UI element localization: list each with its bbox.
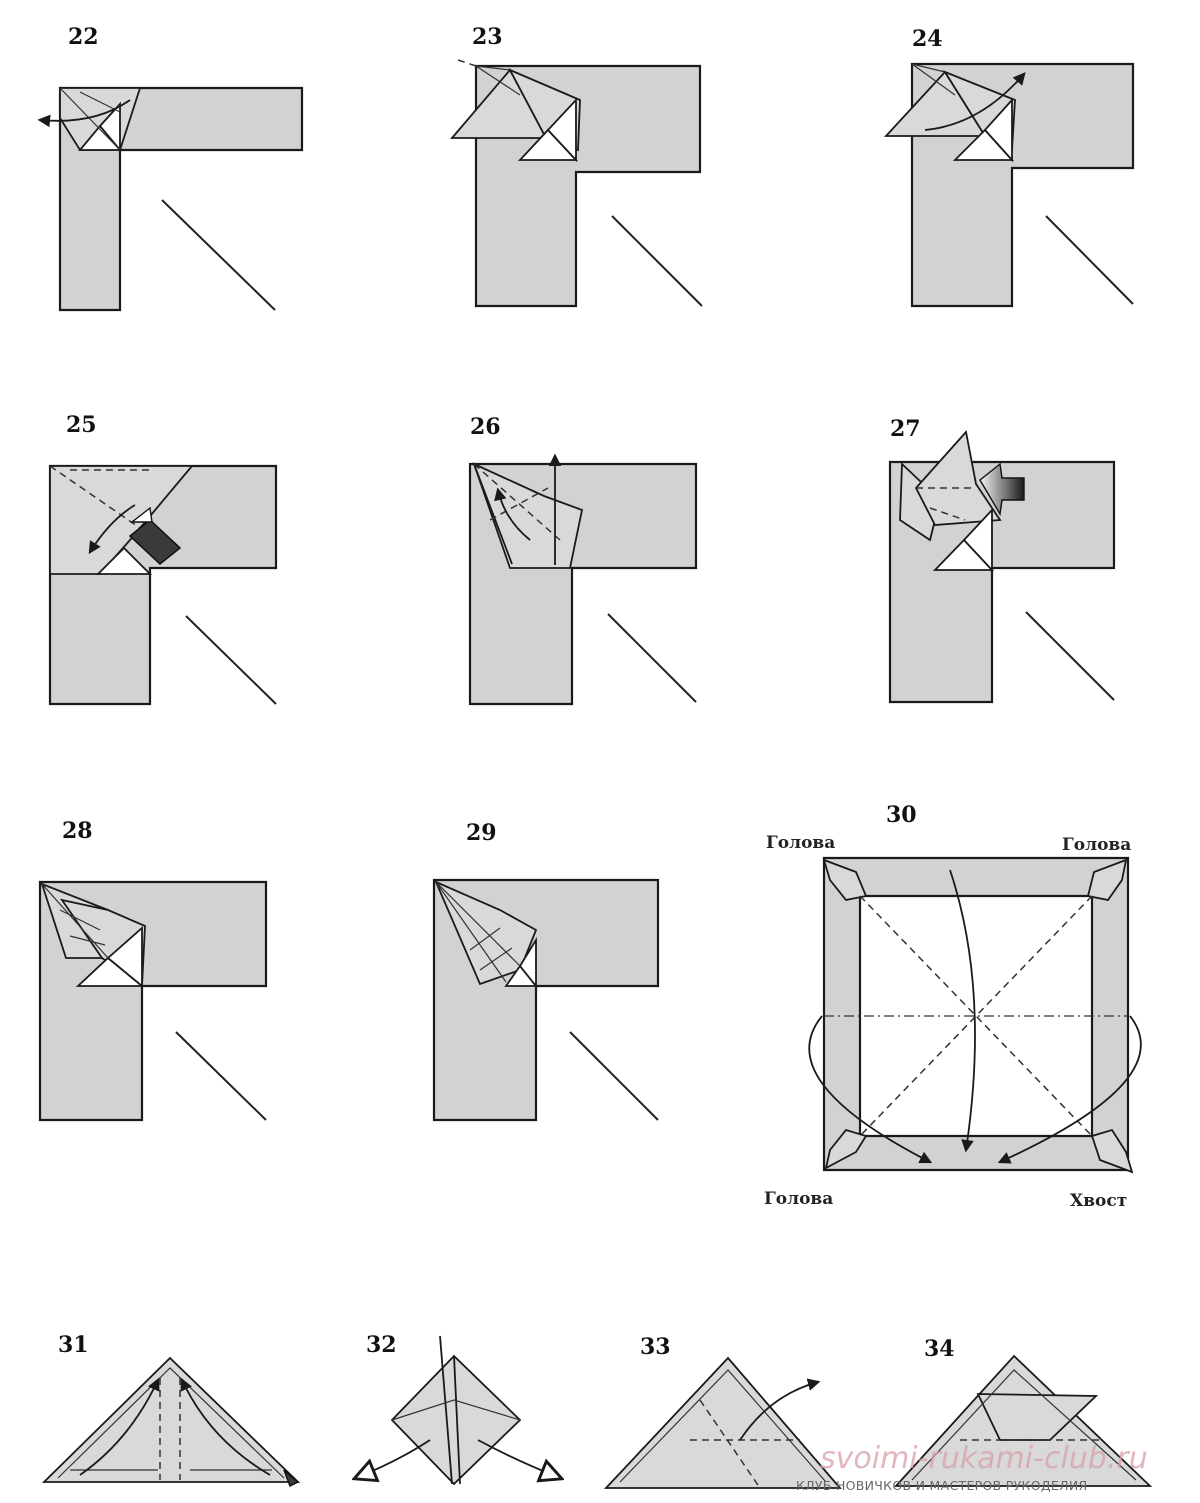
step-34: 34 <box>893 1336 1153 1487</box>
step-number: 22 <box>68 24 99 50</box>
step-number: 28 <box>62 818 93 844</box>
label-head-top-left: Голова <box>766 833 835 853</box>
watermark-site: svoimi-rukami-club.ru <box>820 1441 1148 1476</box>
step-31: 31 <box>41 1332 301 1488</box>
step-number: 26 <box>470 414 501 440</box>
step-number: 24 <box>912 26 943 52</box>
label-head-bottom-left: Голова <box>764 1189 833 1209</box>
label-tail-bottom-right: Хвост <box>1070 1191 1127 1211</box>
step-number: 29 <box>466 820 497 846</box>
label-head-top-right: Голова <box>1062 835 1131 855</box>
step-number: 25 <box>66 412 97 438</box>
step-number: 33 <box>640 1334 671 1360</box>
watermark: svoimi-rukami-club.ru КЛУБ НОВИЧКОВ И МА… <box>796 1441 1148 1493</box>
step-23: 23 <box>450 24 703 308</box>
watermark-caption: КЛУБ НОВИЧКОВ И МАСТЕРОВ РУКОДЕЛИЯ <box>796 1478 1087 1493</box>
step-25: 25 <box>48 412 278 706</box>
step-27: 27 <box>888 416 1116 704</box>
step-26: 26 <box>468 414 698 706</box>
step-number: 23 <box>472 24 503 50</box>
step-32: 32 <box>356 1332 560 1486</box>
step-24: 24 <box>883 26 1135 308</box>
step-number: 31 <box>58 1332 89 1358</box>
step-28: 28 <box>38 818 268 1122</box>
step-33: 33 <box>603 1334 842 1489</box>
step-number: 34 <box>924 1336 955 1362</box>
step-29: 29 <box>432 820 660 1122</box>
step-30: 30 Голова Голова Голова Хвост <box>764 802 1142 1211</box>
step-number: 30 <box>886 802 917 828</box>
step-number: 27 <box>890 416 921 442</box>
step-number: 32 <box>366 1332 397 1358</box>
step-22: 22 <box>37 24 304 312</box>
